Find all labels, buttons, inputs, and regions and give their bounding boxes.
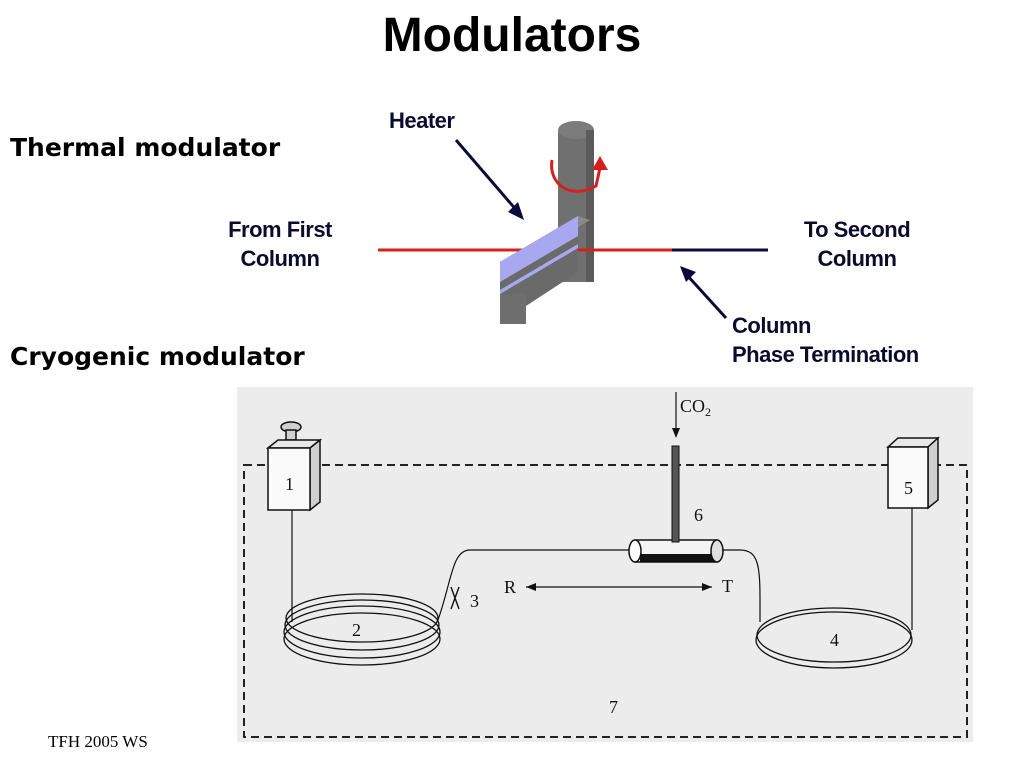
second-column-line — [722, 549, 761, 622]
column-phase-termination-label: Column Phase Termination — [732, 311, 919, 369]
heater-face — [500, 216, 578, 282]
heater-face-lower — [500, 244, 578, 294]
injector-stem — [285, 429, 297, 441]
label-modulator: 6 — [694, 505, 703, 525]
label-oven: 7 — [609, 697, 618, 717]
trap-tube-right-end — [710, 539, 724, 563]
heater-block-front — [500, 294, 526, 324]
co2-arrowhead — [672, 428, 680, 438]
termination-line2: Phase Termination — [732, 342, 919, 367]
page-title: Modulators — [382, 9, 642, 62]
rotation-arrow — [550, 159, 602, 193]
to-second-column-label: To Second Column — [793, 215, 921, 273]
label-first-column: 2 — [352, 620, 361, 640]
cryogenic-modulator-heading: Cryogenic modulator — [10, 342, 305, 371]
shaft-top — [558, 121, 594, 139]
coil-ring — [284, 599, 440, 651]
coil-ring — [285, 593, 439, 643]
heater-label: Heater — [389, 108, 455, 133]
thermal-modulator-diagram — [378, 121, 768, 324]
coil-ring — [283, 612, 441, 666]
heater-pointer-arrow — [454, 139, 520, 213]
heater-pointer-arrowhead — [508, 202, 524, 220]
co2-label: CO2 — [680, 396, 711, 419]
rotation-arrowhead — [592, 156, 608, 170]
label-second-column: 4 — [830, 630, 839, 650]
to-label-line2: Column — [817, 246, 897, 271]
oven-boundary — [243, 464, 968, 738]
rt-arrowhead-right — [702, 583, 712, 591]
coil-ring — [283, 605, 441, 659]
first-column-coil — [283, 593, 441, 666]
injector-box-side — [309, 438, 321, 512]
coil-ring — [755, 611, 913, 669]
label-connector: 3 — [470, 591, 479, 611]
cryogenic-modulator-panel — [237, 387, 973, 742]
shaft-shade — [586, 130, 594, 282]
termination-pointer-arrowhead — [680, 266, 696, 282]
connector-symbol — [450, 586, 460, 610]
to-label-line1: To Second — [803, 217, 911, 242]
from-first-column-label: From First Column — [220, 215, 340, 273]
label-t: T — [722, 576, 733, 596]
termination-pointer-arrow — [684, 272, 728, 320]
termination-line1: Column — [732, 313, 811, 338]
trap-shading — [640, 554, 716, 562]
injector-box — [267, 447, 311, 511]
label-injector: 1 — [285, 474, 294, 494]
label-detector: 5 — [904, 478, 913, 498]
detector-box — [887, 446, 929, 509]
thermal-modulator-heading: Thermal modulator — [10, 133, 281, 162]
label-r: R — [504, 577, 516, 597]
footer-text: TFH 2005 WS — [48, 732, 148, 751]
detector-box-side — [927, 436, 939, 510]
from-label-line2: Column — [240, 246, 320, 271]
trap-tube-left-end — [628, 539, 642, 563]
from-label-line1: From First — [228, 217, 332, 242]
rt-arrowhead-left — [526, 583, 536, 591]
transfer-line — [437, 549, 630, 621]
co2-nozzle — [671, 445, 680, 543]
second-column-coil — [755, 607, 913, 669]
